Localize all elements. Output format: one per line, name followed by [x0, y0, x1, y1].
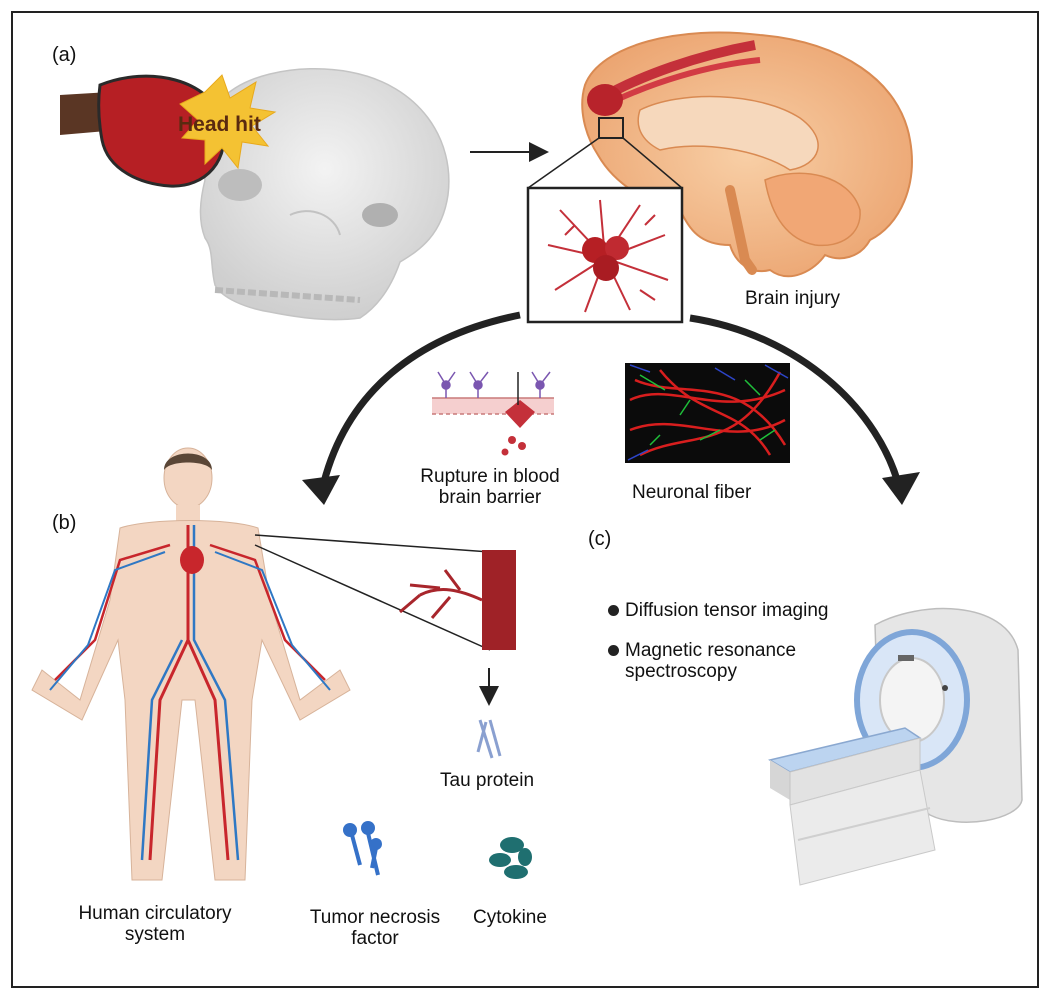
curved-arrow-right	[689, 314, 904, 491]
zoom-line-left	[527, 137, 600, 189]
tnf-icon	[343, 821, 382, 876]
imaging-method-item: Magnetic resonance spectroscopy	[608, 640, 796, 683]
tnf-label-line1: Tumor necrosis	[309, 907, 441, 928]
tau-protein-icon	[476, 719, 502, 759]
imaging-method-line2: spectroscopy	[625, 661, 737, 683]
brain-injury-label: Brain injury	[745, 288, 841, 309]
imaging-method-line1: Magnetic resonance	[625, 640, 797, 661]
neuronal-fiber-image	[625, 363, 790, 463]
cytokine-label: Cytokine	[473, 907, 547, 928]
imaging-method-line1: Diffusion tensor imaging	[625, 600, 829, 621]
cytokine-icon	[489, 837, 532, 879]
figure-border	[11, 11, 1039, 988]
circulatory-label-line1: Human circulatory	[78, 903, 232, 924]
bbb-label: Rupture in blood brain barrier	[380, 466, 600, 509]
skull-illustration	[199, 67, 450, 321]
tnf-label: Tumor necrosis factor	[290, 907, 460, 950]
heart-icon	[180, 546, 204, 574]
glial-cell-inset	[526, 186, 684, 324]
tnf-label-line2: factor	[351, 928, 399, 950]
impact-burst-icon	[179, 74, 277, 170]
circulatory-label-line2: system	[124, 924, 186, 946]
neuronal-fiber-label: Neuronal fiber	[632, 482, 752, 503]
zoom-line-right	[622, 137, 683, 189]
circulatory-system-label: Human circulatory system	[55, 903, 255, 946]
panel-a-label: (a)	[52, 44, 77, 66]
bbb-label-line2: brain barrier	[438, 487, 542, 509]
brain-illustration	[581, 31, 913, 278]
injury-site-marker	[598, 117, 624, 139]
tau-protein-label: Tau protein	[440, 770, 535, 791]
bullet-icon	[608, 605, 619, 616]
blood-brain-barrier-icon	[432, 371, 554, 456]
human-body-illustration	[31, 447, 351, 881]
panel-b-label: (b)	[52, 512, 77, 534]
zoom-line-lower	[254, 544, 491, 651]
curved-arrow-left	[318, 311, 521, 491]
curved-arrow-right-head	[882, 472, 920, 505]
panel-c-label: (c)	[588, 528, 612, 550]
curved-arrow-left-head	[302, 475, 340, 505]
imaging-method-item: Diffusion tensor imaging	[608, 600, 828, 621]
zoom-line-upper	[254, 534, 491, 553]
mri-scanner-illustration	[768, 607, 1023, 886]
head-hit-label: Head hit	[178, 113, 261, 136]
bbb-label-line1: Rupture in blood	[420, 466, 560, 487]
blood-vessel-icon	[399, 550, 516, 650]
bullet-icon	[608, 645, 619, 656]
